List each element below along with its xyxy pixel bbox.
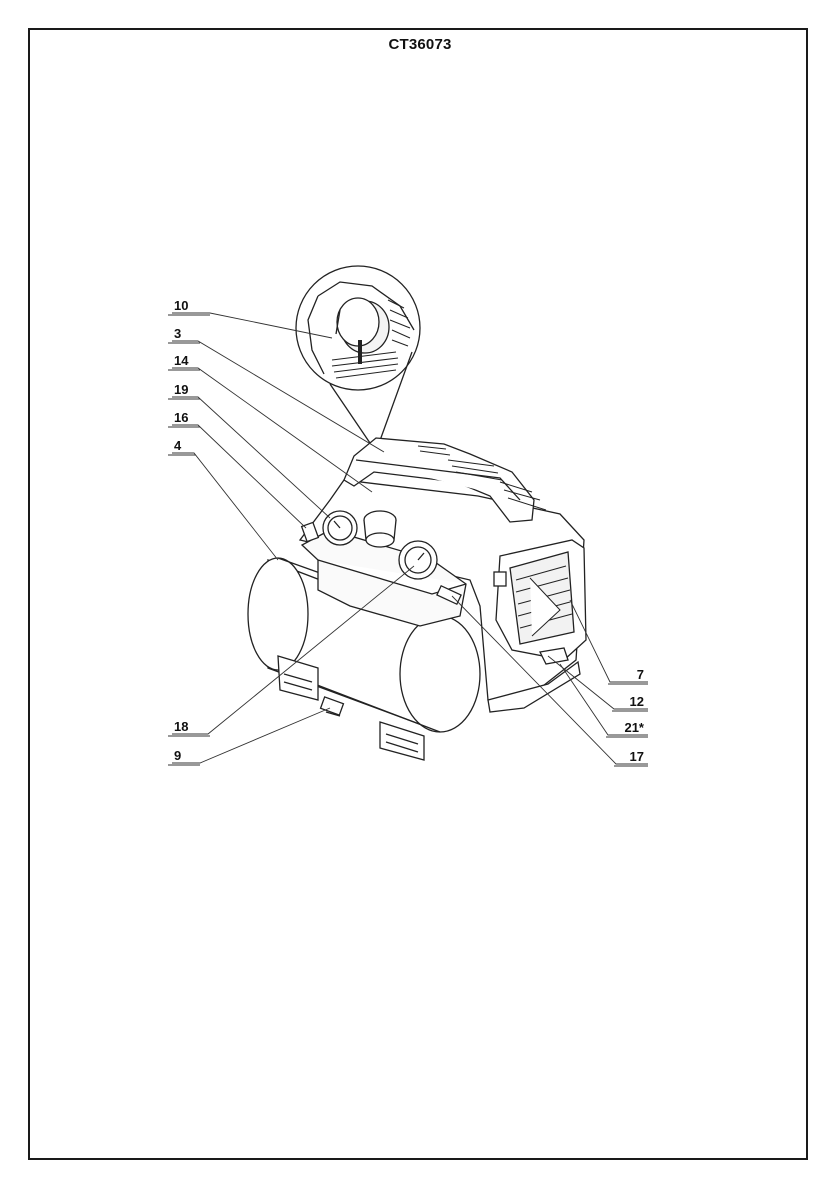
callout-label: 9: [174, 748, 181, 763]
callout-label: 21*: [624, 720, 644, 735]
callout-label: 10: [174, 298, 188, 313]
callout-label: 14: [174, 353, 189, 368]
callout-label: 18: [174, 719, 188, 734]
callout-label: 19: [174, 382, 188, 397]
callout-label: 3: [174, 326, 181, 341]
callout-label: 4: [174, 438, 182, 453]
drain-valve: [321, 697, 344, 716]
callout-label: 17: [630, 749, 644, 764]
regulator-knob: [364, 511, 396, 547]
callout-label: 7: [637, 667, 644, 682]
callout-label: 16: [174, 410, 188, 425]
callout-label: 12: [630, 694, 644, 709]
magnifier-inset: [296, 266, 420, 446]
